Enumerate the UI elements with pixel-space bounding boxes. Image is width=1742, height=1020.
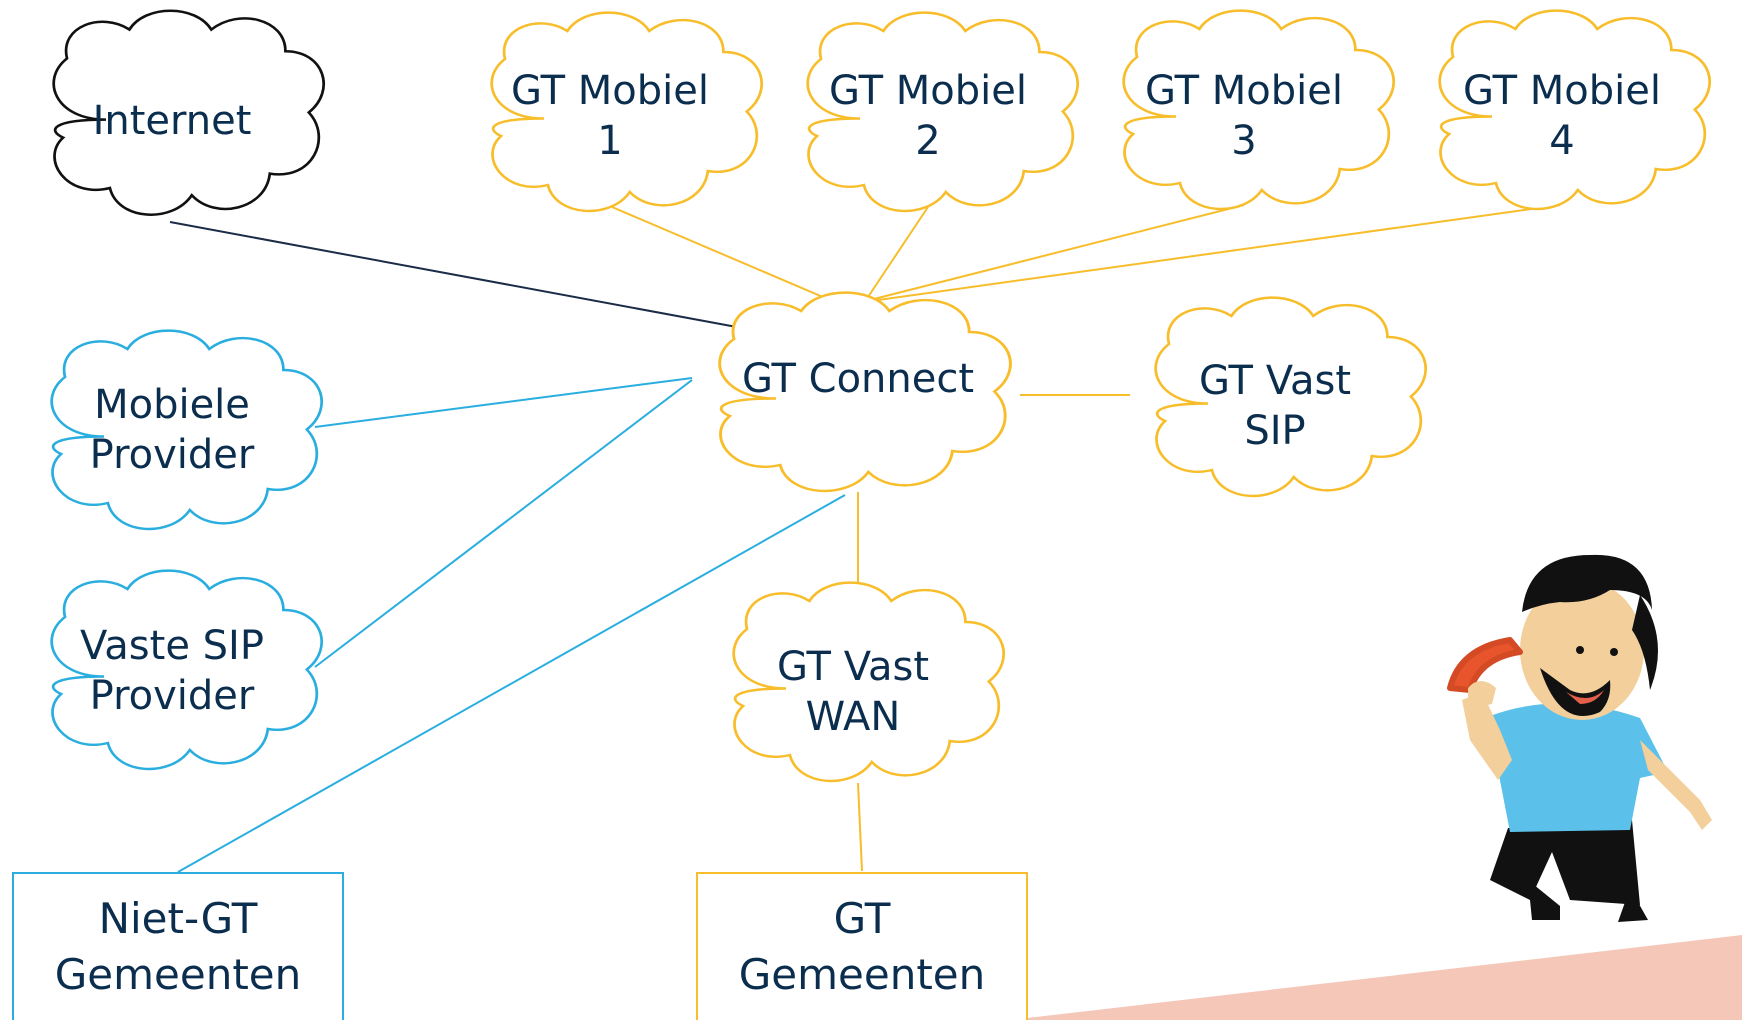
man-hand [1468, 681, 1496, 706]
line-mobiel2-connect [857, 206, 929, 313]
gt-gemeenten-line2: Gemeenten [738, 950, 986, 999]
floor-accent [1010, 935, 1742, 1020]
man-beard-mouth [1540, 668, 1611, 717]
man-legs [1490, 820, 1640, 905]
mobiel4-line2: 4 [1549, 118, 1575, 164]
connect-label: GT Connect [718, 354, 998, 404]
vastwan-label: GT Vast WAN [733, 642, 973, 742]
line-vastwan-gtgemeenten [857, 782, 863, 872]
line-mobprov-connect [314, 377, 693, 428]
mobiel2-line1: GT Mobiel [829, 68, 1027, 114]
vastsip-line2: SIP [1244, 408, 1306, 454]
man-tongue [1566, 690, 1604, 704]
connector-lines [169, 204, 1561, 873]
man-left-arm [1462, 692, 1512, 780]
man-shoes [1528, 880, 1648, 922]
mobiel4-line1: GT Mobiel [1463, 68, 1661, 114]
vastsip-line1: GT Vast [1198, 358, 1351, 404]
vastwan-line2: WAN [805, 694, 901, 740]
line-nietgt-connect [177, 494, 846, 873]
mobiel2-label: GT Mobiel 2 [808, 66, 1048, 166]
man-right-arm [1640, 740, 1712, 830]
line-internet-connect [169, 221, 743, 329]
line-vastsipprov-connect [314, 379, 693, 668]
mobiele-provider-line2: Provider [89, 432, 255, 478]
mobiele-provider-line1: Mobiele [94, 382, 250, 428]
internet-text: Internet [92, 98, 252, 144]
vaste-sip-provider-label: Vaste SIP Provider [52, 621, 292, 721]
mobiel4-label: GT Mobiel 4 [1442, 66, 1682, 166]
man-eye-right [1610, 648, 1618, 656]
niet-gt-gemeenten-box: Niet-GT Gemeenten [12, 872, 344, 1020]
line-mobiel3-connect [869, 204, 1245, 301]
man-hair-side [1632, 595, 1658, 690]
mobiele-provider-label: Mobiele Provider [52, 380, 292, 480]
man-on-phone-illustration [1447, 554, 1712, 922]
vastwan-line1: GT Vast [776, 644, 929, 690]
gt-gemeenten-box: GT Gemeenten [696, 872, 1028, 1020]
gt-gemeenten-line1: GT [833, 894, 891, 943]
line-mobiel1-connect [611, 206, 859, 313]
niet-gt-line1: Niet-GT [98, 894, 258, 943]
vaste-sip-provider-line1: Vaste SIP [80, 623, 264, 669]
mobiel1-line2: 1 [597, 118, 623, 164]
mobiel3-label: GT Mobiel 3 [1124, 66, 1364, 166]
niet-gt-line2: Gemeenten [54, 950, 302, 999]
mobiel3-line2: 3 [1231, 118, 1257, 164]
vastsip-label: GT Vast SIP [1155, 356, 1395, 456]
mobiel3-line1: GT Mobiel [1145, 68, 1343, 114]
mobiel1-label: GT Mobiel 1 [490, 66, 730, 166]
man-hair [1522, 554, 1652, 612]
connect-text: GT Connect [741, 356, 975, 402]
mobiel1-line1: GT Mobiel [511, 68, 709, 114]
mobiel2-line2: 2 [915, 118, 941, 164]
line-mobiel4-connect [877, 204, 1561, 301]
man-shirt [1490, 703, 1668, 832]
internet-label: Internet [72, 96, 272, 146]
man-eye-left [1576, 646, 1584, 654]
vaste-sip-provider-line2: Provider [89, 673, 255, 719]
phone-handset-icon [1447, 637, 1523, 693]
